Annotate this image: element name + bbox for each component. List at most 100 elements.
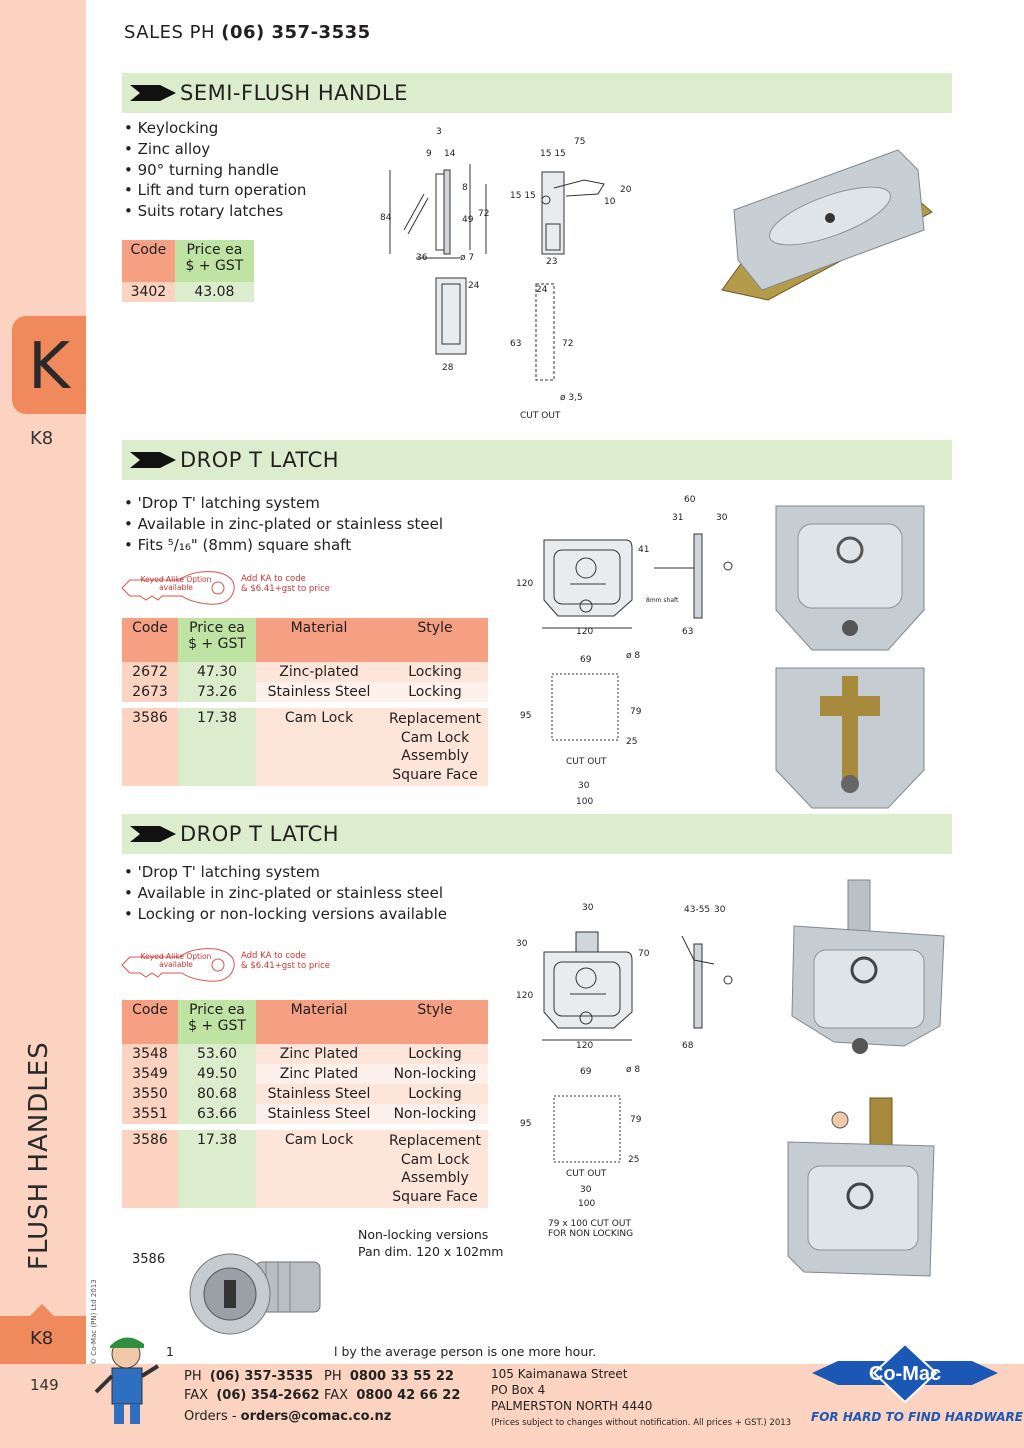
- keyed-alike-key: Keyed Alike Option available: [120, 568, 236, 612]
- svg-text:10: 10: [604, 197, 616, 207]
- technical-drawing-semi-flush: 3 9 14 84 8 49 72 36 ø 7 75 15 15 15 15 …: [380, 127, 632, 421]
- bottom-tab: K8: [0, 1304, 86, 1364]
- svg-text:ø 3,5: ø 3,5: [560, 393, 583, 403]
- tagline: FOR HARD TO FIND HARDWARE: [811, 1410, 1023, 1424]
- svg-text:15 15: 15 15: [510, 191, 536, 201]
- cam-lock-label: 3586: [132, 1252, 166, 1267]
- feature-item: Available in zinc-plated or stainless st…: [124, 514, 443, 535]
- svg-text:100: 100: [576, 797, 593, 807]
- svg-text:84: 84: [380, 213, 392, 223]
- footer-phone: PH (06) 357-3535: [184, 1369, 314, 1384]
- keyed-alike-note: Add KA to code & $6.41+gst to price: [241, 574, 331, 594]
- svg-text:ø 7: ø 7: [460, 253, 474, 263]
- svg-text:28: 28: [442, 363, 454, 373]
- feature-item: Fits ⁵/₁₆" (8mm) square shaft: [124, 535, 443, 556]
- svg-text:CUT OUT: CUT OUT: [520, 411, 561, 421]
- svg-text:79: 79: [630, 1115, 642, 1125]
- svg-text:69: 69: [580, 655, 592, 665]
- svg-text:49: 49: [462, 215, 474, 225]
- svg-text:CUT OUT: CUT OUT: [566, 1169, 607, 1179]
- slogan-text: l by the average person is one more hour…: [334, 1344, 597, 1359]
- svg-text:100: 100: [578, 1199, 595, 1209]
- product-photo-cam-lock: [189, 1253, 321, 1335]
- mascot-image: [94, 1337, 160, 1424]
- feature-list-semi-flush: Keylocking Zinc alloy 90° turning handle…: [124, 118, 307, 222]
- section-code-bottom: K8: [30, 1328, 54, 1349]
- feature-item: Zinc alloy: [124, 139, 306, 160]
- footer-orders: Orders - orders@comac.co.nz: [184, 1409, 392, 1424]
- svg-text:25: 25: [626, 737, 637, 747]
- footer-address: 105 Kaimanawa Street PO Box 4 PALMERSTON…: [491, 1367, 653, 1413]
- section-title: DROP T LATCH: [180, 822, 340, 846]
- svg-text:36: 36: [416, 253, 428, 263]
- page-number: 149: [30, 1376, 59, 1394]
- arrow-icon: [130, 452, 176, 468]
- price-table-drop-t-1: Code Price ea $ + GST Material Style 267…: [122, 618, 488, 786]
- product-photo-drop-t-2: [787, 879, 945, 1277]
- svg-text:8: 8: [462, 183, 468, 193]
- svg-text:120: 120: [516, 991, 533, 1001]
- section-title-vertical: FLUSH HANDLES: [24, 1041, 54, 1270]
- feature-item: 90° turning handle: [124, 160, 306, 181]
- svg-text:31: 31: [672, 513, 683, 523]
- footer-fax: FAX (06) 354-2662: [184, 1388, 320, 1403]
- svg-text:3: 3: [436, 127, 442, 137]
- svg-text:30: 30: [716, 513, 728, 523]
- svg-text:30: 30: [578, 781, 590, 791]
- feature-item: Locking or non-locking versions availabl…: [124, 904, 447, 925]
- svg-text:120: 120: [576, 1041, 593, 1051]
- section-tab-k: K: [12, 316, 86, 414]
- non-locking-note: Non-locking versions Pan dim. 120 x 102m…: [358, 1227, 504, 1259]
- svg-text:8mm shaft: 8mm shaft: [646, 597, 679, 604]
- svg-text:72: 72: [478, 209, 489, 219]
- svg-text:120: 120: [576, 627, 593, 637]
- svg-text:ø 8: ø 8: [626, 1065, 640, 1075]
- column-header: Price ea $ + GST: [174, 240, 254, 282]
- key-icon: [121, 571, 235, 605]
- feature-item: Available in zinc-plated or stainless st…: [124, 883, 447, 904]
- svg-text:23: 23: [546, 257, 557, 267]
- svg-text:20: 20: [620, 185, 632, 195]
- svg-text:120: 120: [516, 579, 533, 589]
- svg-text:Co-Mac: Co-Mac: [869, 1363, 941, 1385]
- comac-logo: Co-Mac: [812, 1342, 998, 1404]
- svg-text:14: 14: [444, 149, 456, 159]
- svg-text:15 15: 15 15: [540, 149, 566, 159]
- technical-drawing-drop-t-2: 30 43-55 30 30 70 120 120 68 69 ø 8 95 7…: [516, 903, 733, 1239]
- footer-freefax: FAX 0800 42 66 22: [324, 1388, 461, 1403]
- orders-email-link[interactable]: orders@comac.co.nz: [240, 1409, 392, 1424]
- feature-list-drop-t-1: 'Drop T' latching system Available in zi…: [124, 493, 443, 555]
- keyed-alike-key: Keyed Alike Option available: [120, 945, 236, 989]
- svg-text:30: 30: [582, 903, 594, 913]
- svg-text:25: 25: [628, 1155, 639, 1165]
- svg-text:41: 41: [638, 545, 649, 555]
- feature-item: 'Drop T' latching system: [124, 493, 443, 514]
- arrow-icon: [130, 826, 176, 842]
- section-title: DROP T LATCH: [180, 448, 340, 472]
- price-table-drop-t-2: Code Price ea $ + GST Material Style 354…: [122, 1000, 488, 1208]
- feature-item: Lift and turn operation: [124, 180, 307, 201]
- section-header-drop-t-2: DROP T LATCH: [122, 814, 952, 854]
- key-icon: [121, 948, 235, 982]
- svg-text:75: 75: [574, 137, 585, 147]
- keyed-alike-note: Add KA to code & $6.41+gst to price: [241, 951, 331, 971]
- sidebar: [0, 0, 86, 1448]
- svg-text:95: 95: [520, 1119, 531, 1129]
- svg-text:72: 72: [562, 339, 573, 349]
- feature-list-drop-t-2: 'Drop T' latching system Available in zi…: [124, 862, 447, 924]
- svg-text:95: 95: [520, 711, 531, 721]
- svg-text:43-55: 43-55: [684, 905, 710, 915]
- svg-text:60: 60: [684, 495, 696, 505]
- section-header-drop-t-1: DROP T LATCH: [122, 440, 952, 480]
- svg-text:CUT OUT: CUT OUT: [566, 757, 607, 767]
- section-header-semi-flush: SEMI-FLUSH HANDLE: [122, 73, 952, 113]
- svg-text:30: 30: [580, 1185, 592, 1195]
- column-header: Code: [122, 240, 175, 282]
